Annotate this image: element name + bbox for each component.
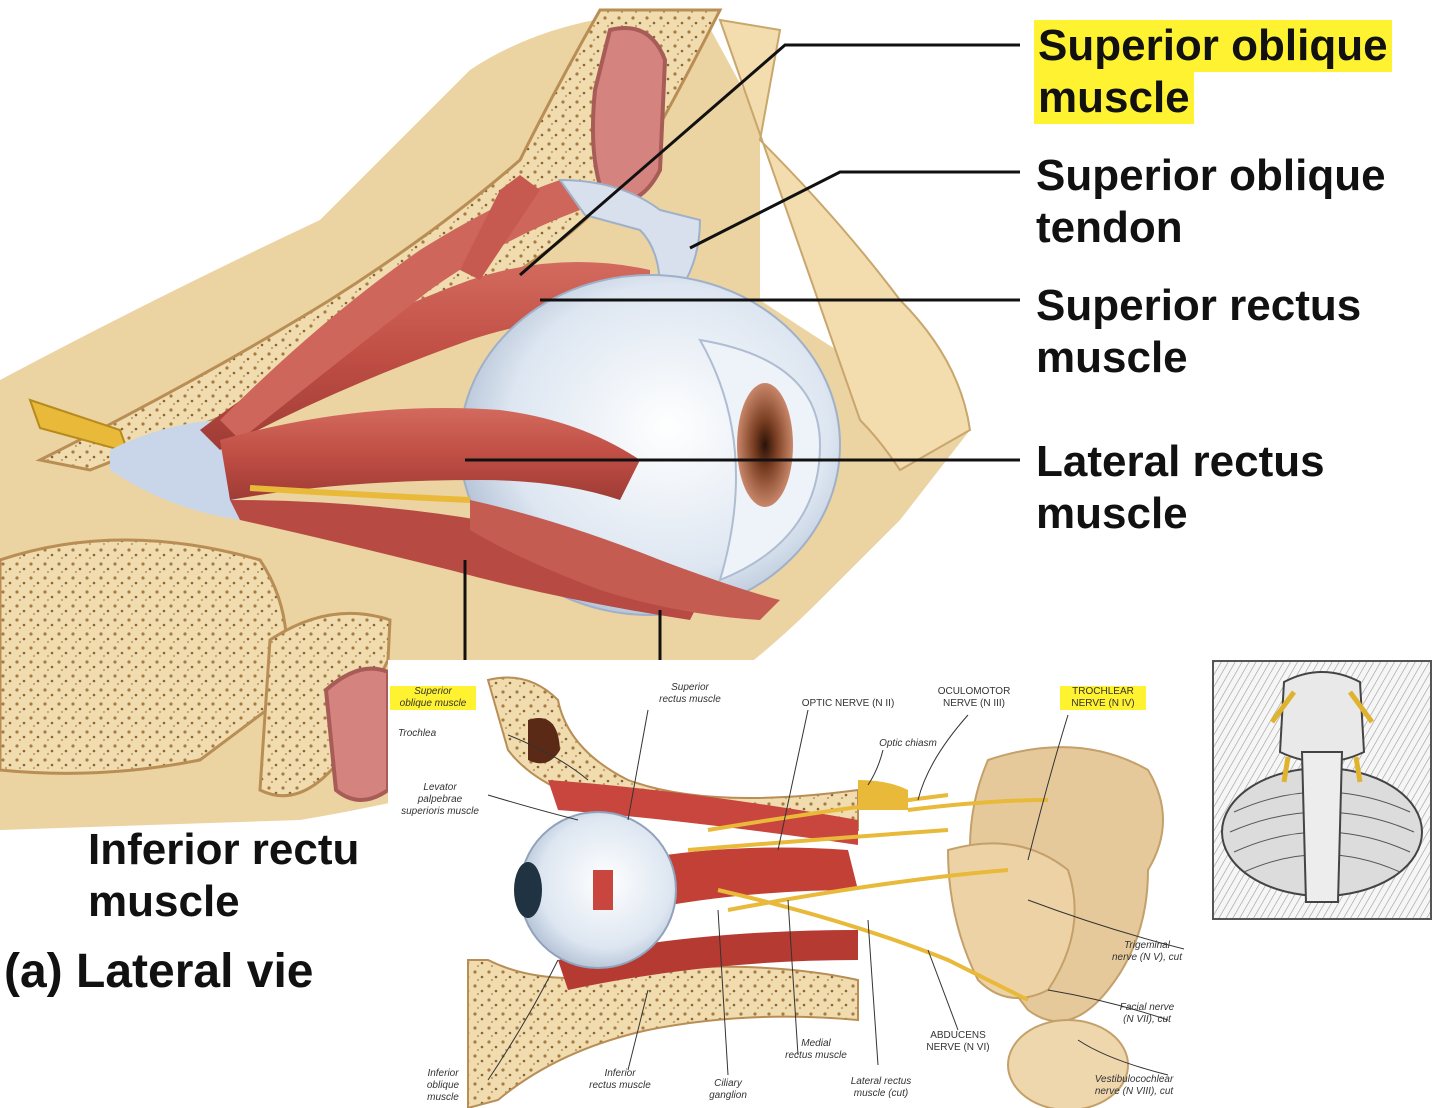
inset-label-line: Lateral rectus [850, 1076, 912, 1087]
inset-leader-lines [487, 709, 1184, 1081]
inset-label-trigeminal: Trigeminal nerve (N V), cut [1110, 940, 1184, 964]
highlighted-label-line: muscle [1034, 72, 1194, 124]
trochlea-drawing [558, 178, 702, 291]
label-line: muscle [88, 877, 240, 926]
label-line: tendon [1036, 203, 1183, 252]
inset-label-levator: Levator palpebrae superioris muscle [388, 782, 492, 818]
inset-temporal-lobe [946, 842, 1076, 999]
inset-label-trochlea: Trochlea [398, 728, 437, 739]
highlighted-label-line: Superior oblique [1034, 20, 1392, 72]
orbital-floor-bone [0, 538, 289, 775]
inset-label-medial-rectus: Medial rectus muscle [776, 1038, 856, 1062]
inset-label-line: NERVE (N VI) [926, 1042, 990, 1053]
nasal-contour [718, 18, 972, 472]
inset-label-inferior-rectus: Inferior rectus muscle [580, 1068, 660, 1092]
inset-label-line: rectus muscle [785, 1050, 847, 1061]
inset-inferior-muscles [558, 930, 858, 990]
inset-label-line: oblique [426, 1080, 460, 1091]
inset-label-line: NERVE (N IV) [1071, 698, 1135, 709]
inset-label-superior-oblique: Superior oblique muscle [390, 686, 476, 710]
brainstem-sketch [1214, 662, 1430, 918]
inset-label-line: Trigeminal [1124, 940, 1170, 951]
inferior-oblique-drawing [470, 500, 780, 620]
inset-label-line: Inferior [604, 1068, 636, 1079]
lateral-rectus-drawing [220, 408, 640, 500]
inset-label-trochlear: TROCHLEAR NERVE (N IV) [1060, 686, 1146, 710]
inset-label-line: NERVE (N III) [942, 698, 1006, 709]
inset-label-superior-rectus: Superior rectus muscle [650, 682, 730, 706]
leader-lines [463, 43, 1020, 660]
inset-label-optic-chiasm: Optic chiasm [879, 738, 937, 749]
inset-label-line: TROCHLEAR [1072, 686, 1134, 697]
inset-label-line: OCULOMOTOR [937, 686, 1011, 697]
inset-orbit-floor [467, 959, 859, 1108]
inset-label-line: ABDUCENS [930, 1030, 986, 1041]
inset-label-facial: Facial nerve (N VII), cut [1110, 1002, 1184, 1026]
inset-label-line: Superior [414, 686, 452, 697]
inset-label-line: palpebrae [417, 794, 463, 805]
inset-superior-muscles [548, 780, 858, 845]
inset-label-vestibulocochlear: Vestibulocochlear nerve (N VIII), cut [1084, 1074, 1184, 1098]
frontal-sinus [590, 26, 668, 204]
inset-label-line: oblique muscle [399, 698, 467, 709]
label-superior-oblique-muscle: Superior oblique muscle [1034, 20, 1392, 124]
inset-label-line: muscle [427, 1092, 459, 1103]
label-line: Lateral rectus [1036, 437, 1325, 486]
label-line: Superior rectus [1036, 281, 1362, 330]
inset-label-lateral-rectus-cut: Lateral rectus muscle (cut) [838, 1076, 924, 1100]
sketch-nerves [1269, 690, 1375, 783]
figure-caption: (a) Lateral vie [4, 945, 314, 998]
inset-iris [514, 862, 542, 918]
nerve-strand [249, 485, 471, 503]
inset-sinus [528, 718, 560, 764]
inset-label-line: Facial nerve [1119, 1002, 1175, 1013]
iris-drawing [737, 383, 793, 507]
inset-label-line: muscle (cut) [853, 1088, 909, 1099]
inset-label-optic-nerve: OPTIC NERVE (N II) [801, 698, 895, 709]
label-inferior-rectus-muscle: Inferior rectu muscle [88, 824, 388, 928]
label-lateral-rectus-muscle: Lateral rectus muscle [1036, 436, 1325, 540]
sketch-pons [1278, 671, 1366, 763]
label-superior-oblique-tendon: Superior oblique tendon [1036, 150, 1386, 254]
inset-label-inferior-oblique: Inferior oblique muscle [418, 1068, 468, 1104]
inset-nerve-diagram: Superior oblique muscle Trochlea Levator… [388, 660, 1184, 1108]
inset-label-line: Medial [801, 1038, 831, 1049]
inset-label-ciliary-ganglion: Ciliary ganglion [698, 1078, 758, 1102]
label-line: Superior oblique [1036, 151, 1386, 200]
maxillary-sinus [323, 666, 390, 802]
inset-label-line: Levator [423, 782, 457, 793]
cut-muscle-stump [460, 175, 540, 280]
inset-muscle-insertion [593, 870, 613, 910]
inset-cerebellum [1007, 1019, 1129, 1108]
label-line: Inferior rectu [88, 825, 360, 874]
inset-label-line: Ciliary [714, 1078, 742, 1089]
tendinous-ring [110, 420, 240, 520]
inset-label-line: superioris muscle [401, 806, 479, 817]
inset-label-line: Vestibulocochlear [1094, 1074, 1174, 1085]
inset-label-line: (N VII), cut [1123, 1014, 1171, 1025]
inset-label-line: rectus muscle [659, 694, 721, 705]
inset-label-line: nerve (N V), cut [1111, 952, 1183, 963]
inset-label-oculomotor: OCULOMOTOR NERVE (N III) [934, 686, 1014, 710]
inset-label-line: Superior [671, 682, 709, 693]
inset-label-line: Inferior [427, 1068, 459, 1079]
brainstem-thumbnail [1212, 660, 1432, 920]
inset-label-line: nerve (N VIII), cut [1094, 1086, 1174, 1097]
label-line: muscle [1036, 489, 1188, 538]
inset-illustration [467, 676, 1184, 1108]
sketch-medulla [1300, 751, 1344, 903]
label-line: muscle [1036, 333, 1188, 382]
inset-label-abducens: ABDUCENS NERVE (N VI) [918, 1030, 998, 1054]
label-superior-rectus-muscle: Superior rectus muscle [1036, 280, 1361, 384]
inset-label-line: ganglion [709, 1090, 747, 1101]
inset-label-line: rectus muscle [589, 1080, 651, 1091]
